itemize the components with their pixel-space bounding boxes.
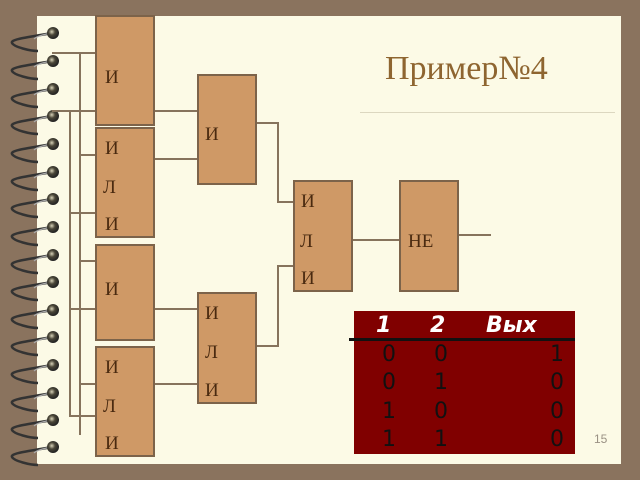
header-input2: 2 bbox=[430, 313, 446, 338]
wire-or-mid-out-h2 bbox=[277, 265, 294, 267]
wire-or2-in2 bbox=[69, 415, 96, 417]
wire-and1-out bbox=[154, 110, 197, 112]
gate-label-3: И bbox=[301, 268, 315, 289]
wire-or-mid-out-h bbox=[256, 345, 278, 347]
wire-and-mid-out-v bbox=[277, 122, 279, 202]
cell: 0 bbox=[550, 427, 564, 452]
wire-and2-out bbox=[154, 308, 197, 310]
cell: 0 bbox=[382, 342, 396, 367]
wire-or-final-to-not bbox=[352, 239, 400, 241]
gate-and-mid-top: И bbox=[197, 74, 257, 185]
truth-table: 1 2 Вых 0 0 1 0 1 0 1 0 0 1 1 0 bbox=[354, 311, 575, 454]
gate-and-1: И bbox=[95, 15, 155, 126]
gate-label: НЕ bbox=[408, 231, 434, 252]
gate-label-2: Л bbox=[103, 177, 116, 198]
gate-label: И bbox=[105, 279, 119, 300]
cell: 0 bbox=[550, 370, 564, 395]
gate-label-3: И bbox=[105, 433, 119, 454]
table-header-divider bbox=[349, 338, 575, 341]
gate-and-2: И bbox=[95, 244, 155, 341]
spiral-rings-icon bbox=[10, 27, 59, 467]
wire-input2-top bbox=[52, 110, 96, 112]
gate-label-3: И bbox=[205, 380, 219, 401]
cell: 1 bbox=[434, 427, 448, 452]
wire-and-mid-out-h2 bbox=[277, 201, 294, 203]
gate-or-1: И Л И bbox=[95, 127, 155, 238]
gate-or-final: И Л И bbox=[293, 180, 353, 292]
wire-or2-out bbox=[154, 383, 197, 385]
gate-label: И bbox=[205, 124, 219, 145]
bus-input1-vertical bbox=[79, 52, 81, 435]
wire-not-output bbox=[458, 234, 491, 236]
gate-or-mid-bottom: И Л И bbox=[197, 292, 257, 404]
wire-or1-in2 bbox=[69, 212, 96, 214]
gate-not-final: НЕ bbox=[399, 180, 459, 292]
cell: 0 bbox=[434, 342, 448, 367]
header-input1: 1 bbox=[376, 313, 392, 338]
wire-and-mid-out-h bbox=[256, 122, 278, 124]
wire-or2-in1 bbox=[79, 383, 96, 385]
gate-label-1: И bbox=[105, 138, 119, 159]
wire-or-mid-out-v bbox=[277, 265, 279, 347]
gate-label: И bbox=[105, 67, 119, 88]
slide-title: Пример№4 bbox=[385, 50, 548, 87]
wire-or1-out bbox=[154, 158, 197, 160]
header-output: Вых bbox=[486, 313, 537, 338]
gate-label-3: И bbox=[105, 214, 119, 235]
page-number: 15 bbox=[594, 432, 608, 446]
cell: 1 bbox=[550, 342, 564, 367]
cell: 0 bbox=[550, 399, 564, 424]
title-underline bbox=[360, 112, 615, 113]
gate-label-1: И bbox=[105, 357, 119, 378]
wire-and2-in1 bbox=[79, 260, 96, 262]
gate-label-1: И bbox=[301, 191, 315, 212]
wire-and2-in2 bbox=[69, 308, 96, 310]
cell: 1 bbox=[382, 399, 396, 424]
wire-input1-top bbox=[52, 52, 96, 54]
cell: 0 bbox=[382, 370, 396, 395]
bus-input2-vertical bbox=[69, 110, 71, 416]
gate-label-2: Л bbox=[300, 231, 313, 252]
cell: 0 bbox=[434, 399, 448, 424]
gate-label-1: И bbox=[205, 303, 219, 324]
gate-or-2: И Л И bbox=[95, 346, 155, 457]
cell: 1 bbox=[434, 370, 448, 395]
cell: 1 bbox=[382, 427, 396, 452]
gate-label-2: Л bbox=[103, 396, 116, 417]
gate-label-2: Л bbox=[205, 342, 218, 363]
wire-or1-in1 bbox=[79, 154, 96, 156]
